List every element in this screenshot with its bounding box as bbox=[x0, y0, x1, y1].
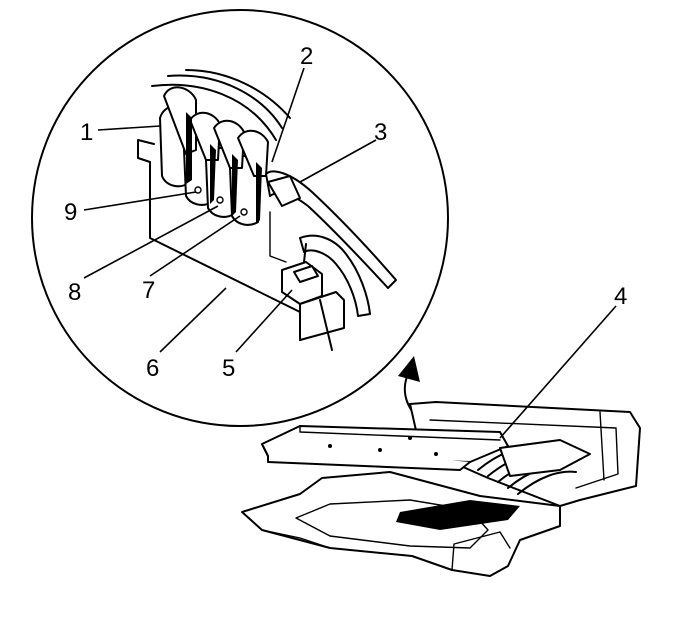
leader-7 bbox=[149, 215, 241, 277]
detail-circle bbox=[31, 9, 449, 427]
rear-frame-inner bbox=[429, 419, 619, 489]
base-tray-outline bbox=[241, 471, 561, 577]
base-tray-lip bbox=[261, 529, 331, 549]
connector-housing-top bbox=[137, 139, 155, 163]
wire-bundle-back bbox=[151, 83, 277, 141]
cover-screw-4 bbox=[408, 436, 412, 440]
cover-screw-1 bbox=[328, 444, 332, 448]
wire-to-edge bbox=[319, 299, 333, 351]
callout-labels: 1 2 3 4 5 6 7 8 9 bbox=[64, 43, 627, 382]
callout-7: 7 bbox=[142, 277, 155, 304]
leader-6 bbox=[159, 287, 227, 353]
callout-3: 3 bbox=[374, 119, 387, 146]
callout-5: 5 bbox=[222, 355, 235, 382]
connector-cover-face bbox=[299, 425, 501, 441]
main-assembly bbox=[241, 401, 641, 577]
cover-screw-2 bbox=[378, 448, 382, 452]
cable-clip bbox=[267, 175, 301, 207]
cable-lower bbox=[299, 234, 371, 317]
rear-frame-rail bbox=[599, 411, 605, 481]
wire-cap-3 bbox=[213, 119, 245, 169]
terminal-strip-highlight bbox=[411, 505, 501, 525]
callout-4: 4 bbox=[614, 283, 627, 310]
zoom-arrow-head bbox=[398, 356, 420, 382]
base-tray-inner bbox=[295, 499, 489, 549]
detail-view bbox=[31, 9, 449, 427]
leader-9 bbox=[83, 191, 197, 211]
callout-8: 8 bbox=[68, 279, 81, 306]
wire-bundle-back-3 bbox=[185, 69, 291, 119]
wire-lock-tab bbox=[303, 243, 307, 263]
harness-connectors bbox=[499, 439, 591, 477]
leader-4 bbox=[499, 305, 617, 439]
base-tray-front bbox=[451, 531, 511, 571]
leader-8 bbox=[83, 205, 219, 279]
callout-2: 2 bbox=[300, 43, 313, 70]
callout-1: 1 bbox=[80, 119, 93, 146]
terminal-dot-7 bbox=[240, 208, 248, 216]
leader-2 bbox=[271, 67, 305, 163]
leader-5 bbox=[235, 289, 293, 353]
connector-housing-edge bbox=[269, 211, 287, 263]
callout-9: 9 bbox=[64, 199, 77, 226]
lock-tab-latch bbox=[293, 265, 319, 283]
terminal-strip bbox=[396, 500, 520, 530]
terminal-shade-1 bbox=[186, 112, 192, 184]
cover-screw-3 bbox=[434, 452, 438, 456]
terminal-dot-8 bbox=[216, 196, 224, 204]
terminal-shade-4 bbox=[256, 162, 262, 224]
leader-lines bbox=[83, 67, 617, 439]
terminal-shade-2 bbox=[210, 144, 216, 204]
terminal-dot-9 bbox=[194, 186, 202, 194]
callout-6: 6 bbox=[146, 355, 159, 382]
housing-right-block bbox=[299, 291, 345, 341]
leader-3 bbox=[299, 139, 377, 183]
wire-cap-4 bbox=[237, 129, 269, 177]
leader-1 bbox=[97, 125, 161, 131]
wire-bundle-back-2 bbox=[167, 74, 283, 129]
terminal-shade-3 bbox=[232, 154, 238, 216]
connector-cover-front bbox=[261, 443, 471, 471]
